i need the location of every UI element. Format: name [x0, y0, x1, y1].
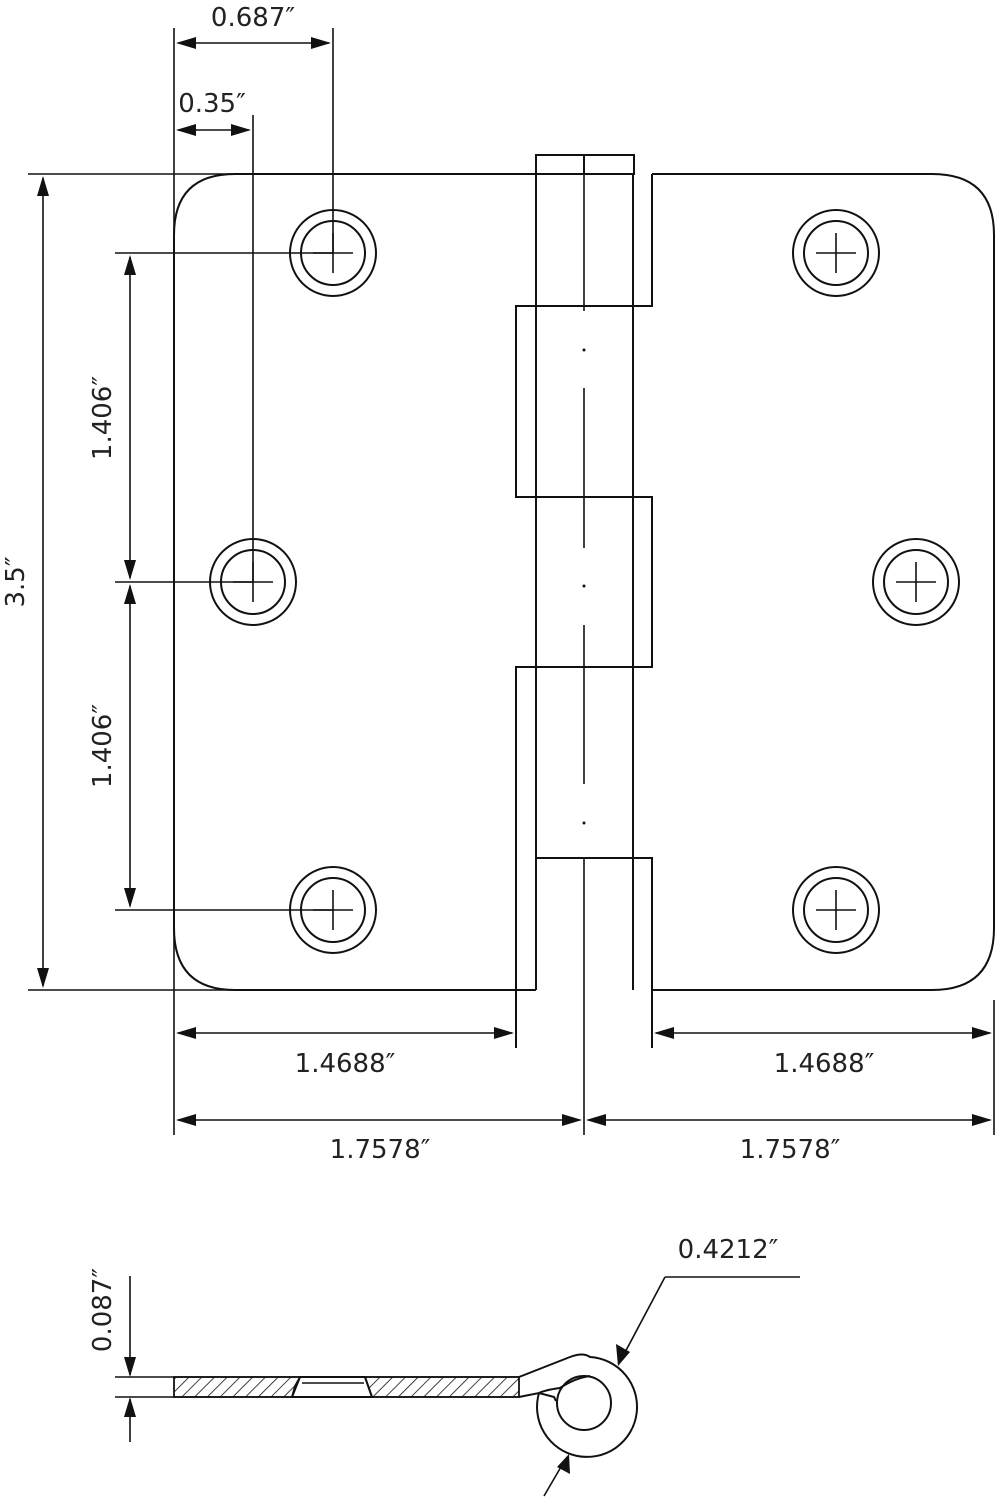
- right-leaf: [652, 173, 995, 991]
- dim-label-035: 0.35″: [178, 89, 246, 119]
- screw-hole-right-bottom: [792, 866, 880, 954]
- screw-hole-right-middle: [872, 538, 960, 626]
- dim-label-0687: 0.687″: [211, 3, 295, 33]
- dim-label-04212: 0.4212″: [678, 1235, 779, 1265]
- section-view: [115, 1276, 800, 1497]
- knuckle-barrel: [515, 154, 653, 1135]
- dimension-lines: [28, 28, 995, 1135]
- dim-label-14688-left: 1.4688″: [295, 1049, 396, 1079]
- front-view: [173, 154, 995, 1135]
- section-hatch-right: [363, 1376, 520, 1398]
- dim-label-35: 3.5″: [1, 556, 31, 607]
- dim-label-14688-right: 1.4688″: [774, 1049, 875, 1079]
- dim-label-1406-bottom: 1.406″: [88, 704, 118, 788]
- dim-label-1406-top: 1.406″: [88, 376, 118, 460]
- knuckle-roll: [518, 1353, 639, 1458]
- dim-label-17578-left: 1.7578″: [330, 1135, 431, 1165]
- screw-hole-right-top: [792, 209, 880, 297]
- dim-label-0087: 0.087″: [88, 1268, 118, 1352]
- section-hatch-left: [173, 1376, 302, 1398]
- dim-label-17578-right: 1.7578″: [740, 1135, 841, 1165]
